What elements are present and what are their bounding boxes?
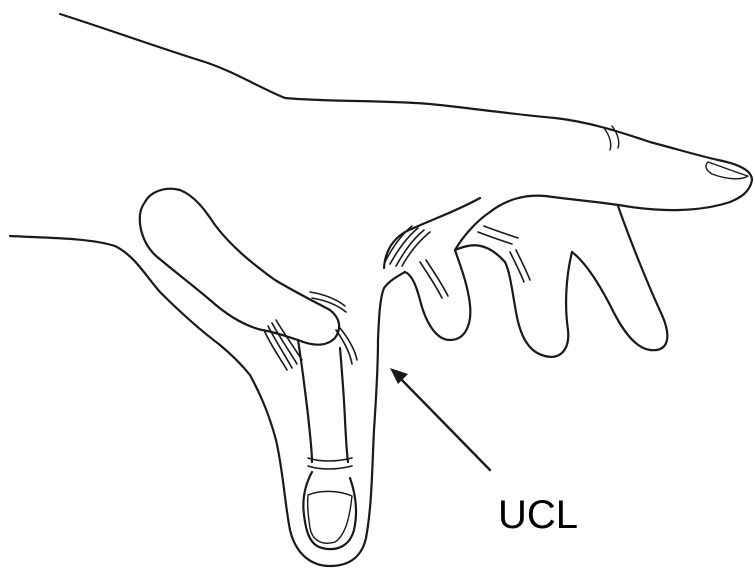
- thumb-nail: [308, 491, 352, 543]
- forearm-upper-outline: [60, 14, 752, 202]
- middle-finger-outline: [572, 206, 667, 350]
- palm-web-line: [384, 198, 480, 268]
- ucl-arrow-shaft: [398, 376, 490, 470]
- little-finger-base: [455, 245, 505, 262]
- thumb-proximal-phalanx: [298, 340, 348, 462]
- forearm-lower-outline: [10, 236, 250, 375]
- thumb-distal-phalanx: [303, 472, 356, 549]
- ring-finger-outline: [505, 252, 572, 357]
- little-finger-outline: [405, 212, 490, 340]
- index-finger-underside: [490, 196, 730, 212]
- thumb-metacarpal-outline: [140, 189, 339, 345]
- palm-hatching: [385, 226, 530, 298]
- thumb-radial-outline: [250, 272, 405, 566]
- ucl-label: UCL: [498, 493, 578, 537]
- ucl-arrow-head: [390, 368, 408, 384]
- index-fingernail: [706, 162, 748, 179]
